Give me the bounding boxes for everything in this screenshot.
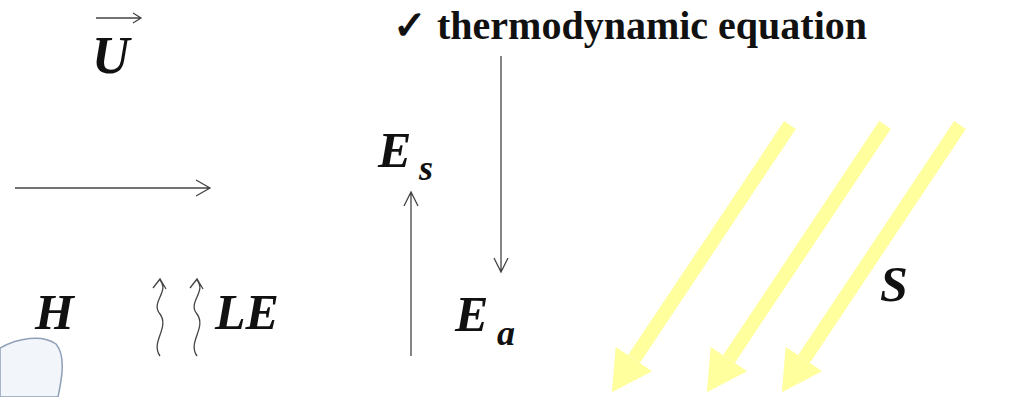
subscript: a (497, 315, 515, 351)
vector-arrow (96, 13, 141, 23)
flux-symbol: H (35, 287, 74, 337)
wavy-flux-arrow (153, 279, 166, 356)
solar-ray (804, 125, 960, 359)
vector-symbol: U (92, 30, 130, 82)
solar-ray (634, 125, 790, 359)
flux-symbol: E (455, 289, 488, 339)
surface-shape (0, 338, 62, 397)
emission-arrow-down (494, 56, 508, 272)
wind-arrow (15, 180, 210, 196)
wavy-flux-arrow (190, 279, 203, 356)
subscript: s (419, 150, 433, 186)
heading-label: ✓ thermodynamic equation (393, 6, 867, 46)
flux-symbol: LE (215, 287, 279, 337)
emission-arrow-up (404, 192, 418, 356)
flux-symbol: E (378, 125, 411, 175)
solar-ray (729, 125, 885, 359)
flux-symbol: S (880, 259, 908, 309)
